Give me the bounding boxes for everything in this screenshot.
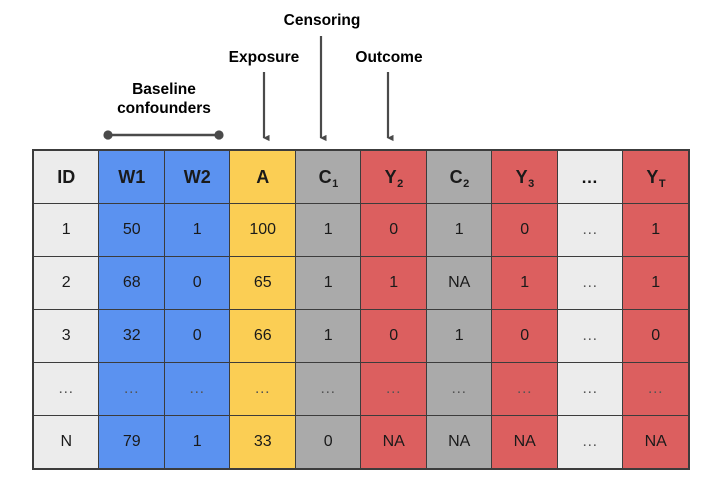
- ellipsis-glyph: …: [450, 380, 468, 397]
- column-header-dots: …: [556, 149, 624, 204]
- ellipsis-glyph: …: [57, 380, 75, 397]
- cell-y2-r3: 0: [360, 309, 427, 363]
- cell-dots-r2: …: [556, 256, 624, 310]
- cell-a-r4: …: [229, 362, 296, 416]
- cell-c2-r3: 1: [425, 309, 493, 363]
- column-header-subscript: 2: [463, 177, 470, 190]
- ellipsis-glyph: …: [516, 380, 534, 397]
- cell-y3-r5: NA: [491, 415, 558, 470]
- cell-w1-r2: 68: [98, 256, 165, 310]
- ellipsis-glyph: …: [123, 380, 141, 397]
- cell-y2-r1: 0: [360, 203, 427, 257]
- cell-y3-r4: …: [491, 362, 558, 416]
- cell-a-r5: 33: [229, 415, 296, 470]
- ellipsis-glyph: …: [581, 380, 599, 397]
- column-header-id: ID: [32, 149, 100, 204]
- annotation-label-censoring: Censoring: [283, 12, 361, 29]
- cell-yt-r4: …: [622, 362, 690, 416]
- cell-yt-r3: 0: [622, 309, 690, 363]
- cell-dots-r3: …: [556, 309, 624, 363]
- column-header-subscript: 2: [397, 177, 404, 190]
- ellipsis-glyph: …: [647, 380, 665, 397]
- ellipsis-glyph: …: [254, 380, 272, 397]
- cell-c1-r3: 1: [294, 309, 362, 363]
- cell-a-r3: 66: [229, 309, 296, 363]
- cell-a-r1: 100: [229, 203, 296, 257]
- column-header-subscript: 3: [528, 177, 535, 190]
- cell-w1-r3: 32: [98, 309, 165, 363]
- annotation-label-baseline-confounders: Baseline confounders: [117, 81, 211, 117]
- annotation-label-exposure: Exposure: [228, 49, 300, 66]
- column-header-w2: W2: [163, 149, 231, 204]
- ellipsis-glyph: …: [581, 221, 599, 238]
- column-header-subscript: 1: [332, 177, 339, 190]
- cell-yt-r5: NA: [622, 415, 690, 470]
- cell-w2-r1: 1: [163, 203, 231, 257]
- cell-dots-r1: …: [556, 203, 624, 257]
- cell-c2-r1: 1: [425, 203, 493, 257]
- cell-a-r2: 65: [229, 256, 296, 310]
- cell-yt-r1: 1: [622, 203, 690, 257]
- baseline-confounders-bracket: [103, 130, 224, 140]
- cell-w2-r4: …: [163, 362, 231, 416]
- column-header-c2: C2: [425, 149, 493, 204]
- cell-id-r5: N: [32, 415, 100, 470]
- cell-c1-r4: …: [294, 362, 362, 416]
- cell-w2-r2: 0: [163, 256, 231, 310]
- cell-w2-r3: 0: [163, 309, 231, 363]
- ellipsis-glyph: …: [385, 380, 403, 397]
- cell-w1-r5: 79: [98, 415, 165, 470]
- cell-id-r2: 2: [32, 256, 100, 310]
- ellipsis-glyph: …: [581, 274, 599, 291]
- ellipsis-glyph: …: [581, 433, 599, 450]
- ellipsis-glyph: …: [188, 380, 206, 397]
- cell-y3-r2: 1: [491, 256, 558, 310]
- column-header-yt: YT: [622, 149, 690, 204]
- cell-id-r3: 3: [32, 309, 100, 363]
- cell-y2-r4: …: [360, 362, 427, 416]
- cell-c1-r1: 1: [294, 203, 362, 257]
- annotation-label-outcome: Outcome: [355, 49, 423, 66]
- column-header-y2: Y2: [360, 149, 427, 204]
- cell-c2-r4: …: [425, 362, 493, 416]
- cell-w1-r4: …: [98, 362, 165, 416]
- cell-y3-r3: 0: [491, 309, 558, 363]
- column-header-y3: Y3: [491, 149, 558, 204]
- cell-y2-r2: 1: [360, 256, 427, 310]
- cell-dots-r5: …: [556, 415, 624, 470]
- ellipsis-glyph: …: [581, 327, 599, 344]
- cell-yt-r2: 1: [622, 256, 690, 310]
- cell-c1-r2: 1: [294, 256, 362, 310]
- table-row: … … … … … … … … … …: [32, 362, 690, 416]
- cell-y2-r5: NA: [360, 415, 427, 470]
- ellipsis-glyph: …: [319, 380, 337, 397]
- ellipsis-glyph: …: [580, 167, 600, 187]
- cell-id-r1: 1: [32, 203, 100, 257]
- column-header-subscript: T: [658, 177, 666, 190]
- cell-y3-r1: 0: [491, 203, 558, 257]
- column-header-c1: C1: [294, 149, 362, 204]
- column-header-w1: W1: [98, 149, 165, 204]
- cell-c2-r5: NA: [425, 415, 493, 470]
- cell-id-r4: …: [32, 362, 100, 416]
- cell-dots-r4: …: [556, 362, 624, 416]
- cell-c2-r2: NA: [425, 256, 493, 310]
- cell-c1-r5: 0: [294, 415, 362, 470]
- cell-w2-r5: 1: [163, 415, 231, 470]
- column-header-a: A: [229, 149, 296, 204]
- cell-w1-r1: 50: [98, 203, 165, 257]
